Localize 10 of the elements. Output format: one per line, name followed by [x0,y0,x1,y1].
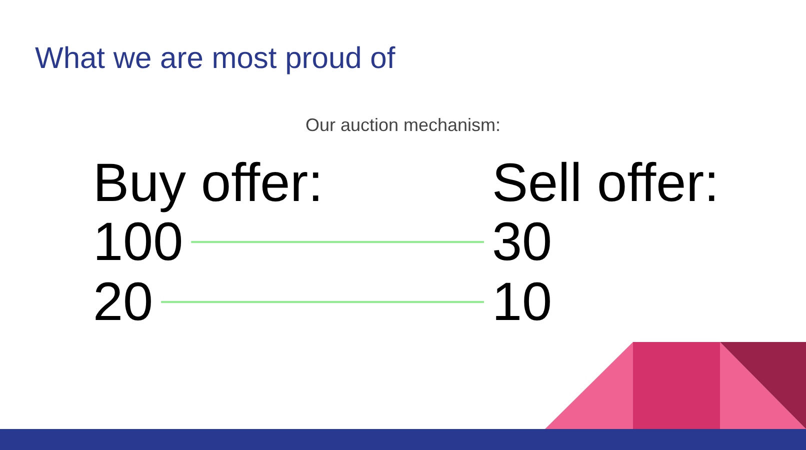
connector-line [161,301,484,303]
column-heading: Sell offer: [492,156,720,210]
offer-value: 10 [492,275,552,329]
subtitle: Our auction mechanism: [305,116,501,134]
slide-title: What we are most proud of [35,44,396,74]
offer-value: 30 [492,215,552,269]
column-heading: Buy offer: [93,156,324,210]
connector-line [191,241,484,243]
offer-value: 20 [93,275,154,329]
offer-value: 100 [93,215,184,269]
